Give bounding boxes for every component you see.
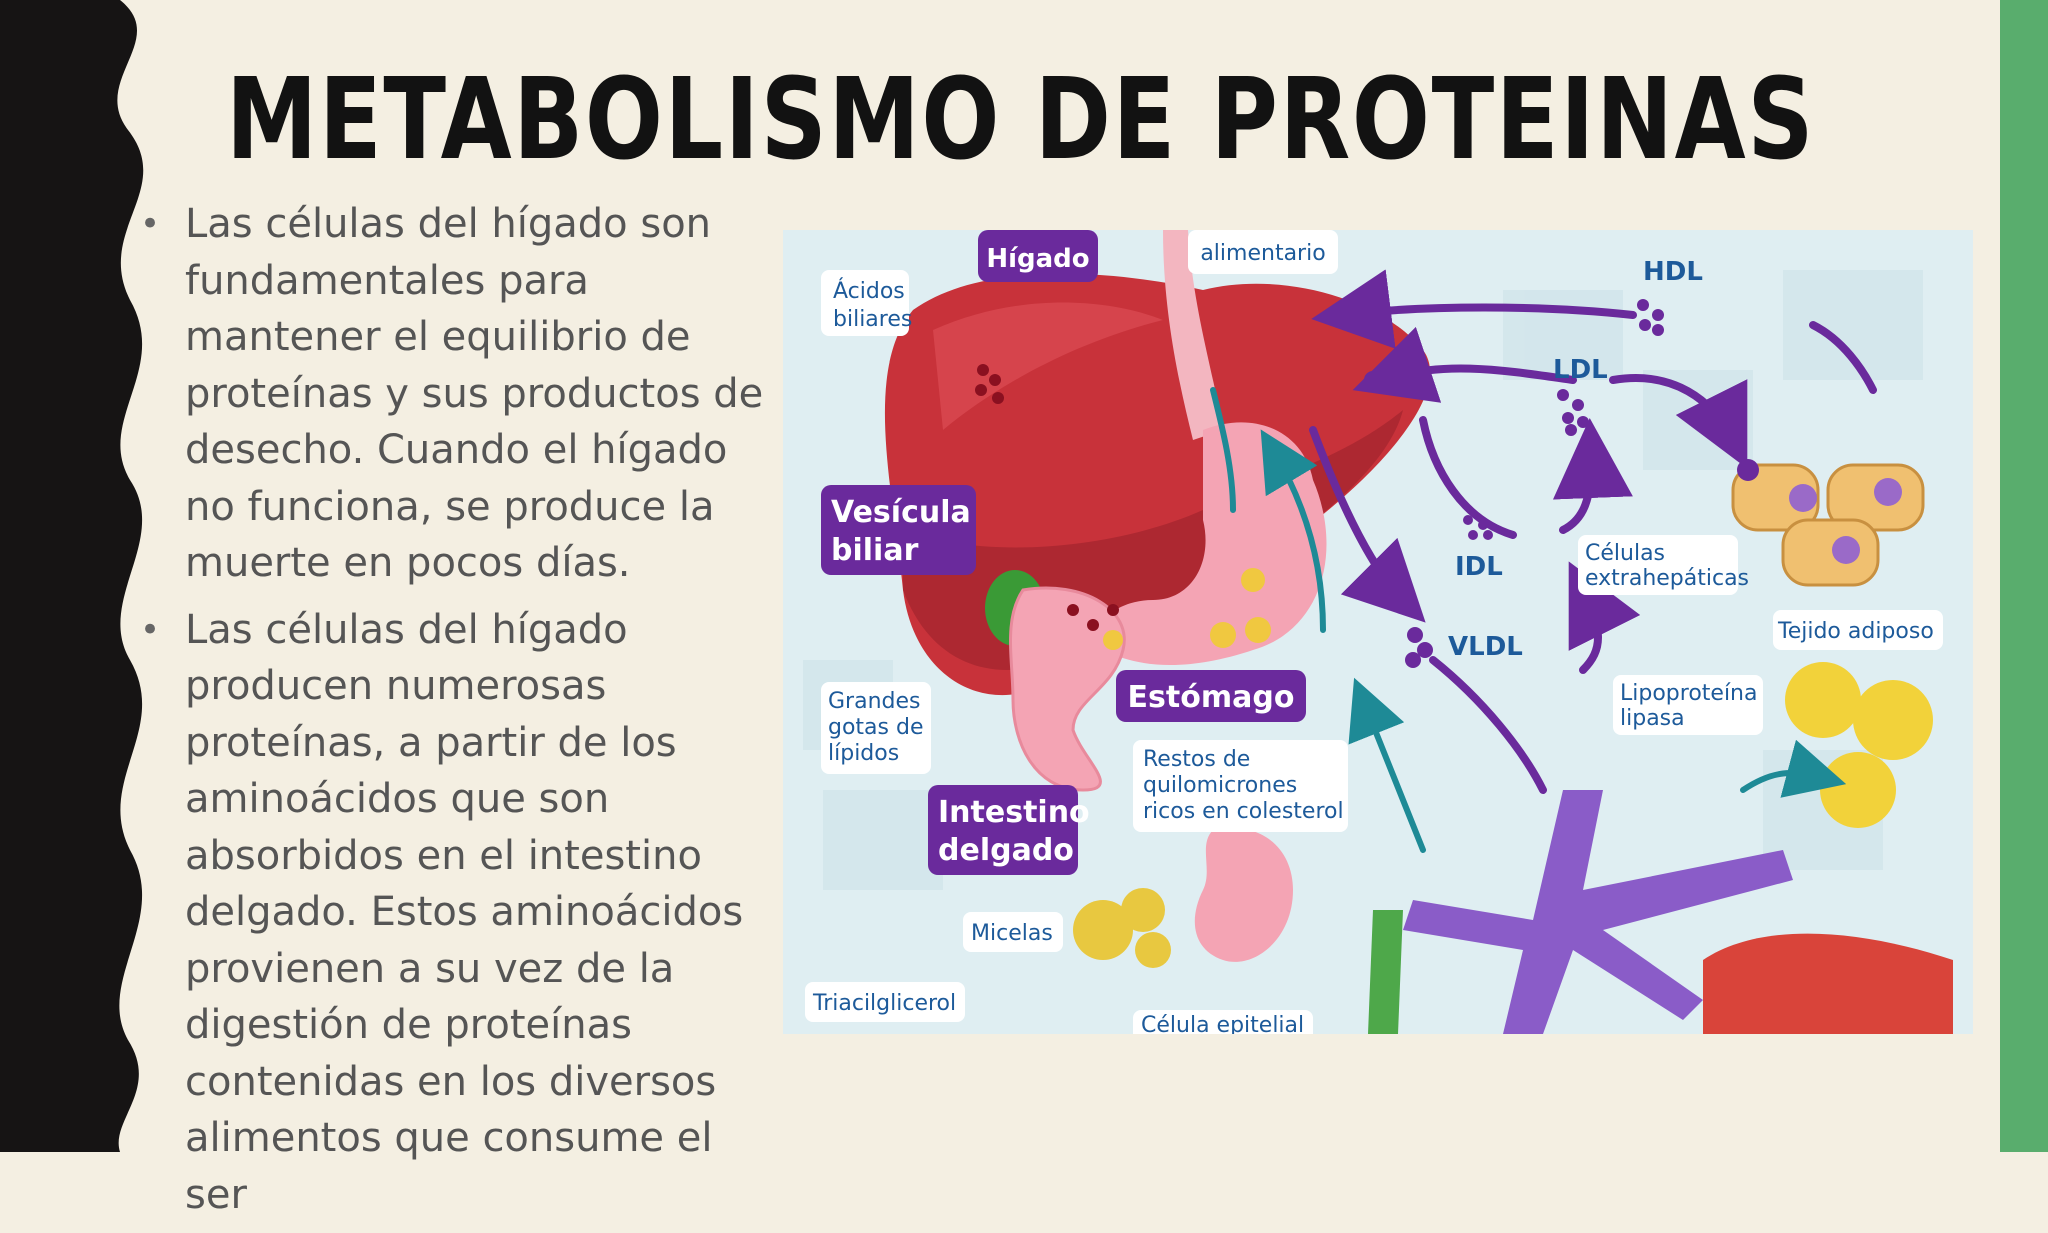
extrahepatic-cells: [1731, 463, 1925, 587]
bullet-text: Las células del hígado producen numerosa…: [185, 606, 744, 1218]
bullet-item: • Las células del hígado son fundamentale…: [140, 196, 780, 592]
lipid-metabolism-diagram: Hígado alimentario Ácidos biliares HDL L…: [783, 230, 1973, 1034]
label-grandes-2: gotas de: [828, 715, 924, 740]
label-vesicula-2: biliar: [831, 533, 919, 568]
label-acidos-1: Ácidos: [833, 278, 905, 304]
label-intestino-1: Intestino: [938, 795, 1090, 830]
label-estomago: Estómago: [1128, 680, 1295, 715]
bullet-icon: •: [140, 204, 161, 244]
bullet-text: Las células del hígado son fundamentales…: [185, 201, 764, 586]
bullet-icon: •: [140, 609, 161, 650]
label-lipo-2: lipasa: [1620, 706, 1685, 731]
blood-vessel-shape: [1403, 790, 1793, 1034]
label-vesicula-1: Vesícula: [831, 495, 971, 530]
label-tejido: Tejido adiposo: [1777, 619, 1934, 644]
label-idl: IDL: [1455, 552, 1503, 582]
label-celulas-2: extrahepáticas: [1585, 566, 1749, 591]
muscle-tissue: [1703, 933, 1953, 1034]
label-celula-epitelial: Célula epitelial: [1141, 1013, 1304, 1034]
label-ldl: LDL: [1553, 355, 1608, 385]
bullet-list: • Las células del hígado son fundamentale…: [140, 196, 780, 1233]
slide-title: METABOLISMO DE PROTEINAS: [226, 55, 1816, 185]
label-acidos-2: biliares: [833, 307, 912, 332]
label-restos-1: Restos de: [1143, 747, 1250, 772]
right-green-band: [2000, 0, 2048, 1152]
label-grandes-1: Grandes: [828, 689, 920, 714]
bullet-item: • Las células del hígado producen numeros…: [140, 602, 780, 1224]
label-hdl: HDL: [1643, 257, 1703, 287]
label-triacil: Triacilglicerol: [812, 991, 956, 1016]
label-restos-3: ricos en colesterol: [1143, 799, 1344, 824]
left-dark-wave-band: [0, 0, 144, 1152]
label-restos-2: quilomicrones: [1143, 773, 1297, 798]
label-celulas-1: Células: [1585, 541, 1665, 566]
label-alimentario: alimentario: [1200, 241, 1325, 266]
label-intestino-2: delgado: [938, 833, 1074, 868]
label-micelas: Micelas: [971, 921, 1053, 946]
label-lipo-1: Lipoproteína: [1620, 681, 1757, 706]
label-grandes-3: lípidos: [828, 741, 899, 766]
label-higado: Hígado: [986, 244, 1089, 274]
label-vldl: VLDL: [1448, 632, 1523, 662]
